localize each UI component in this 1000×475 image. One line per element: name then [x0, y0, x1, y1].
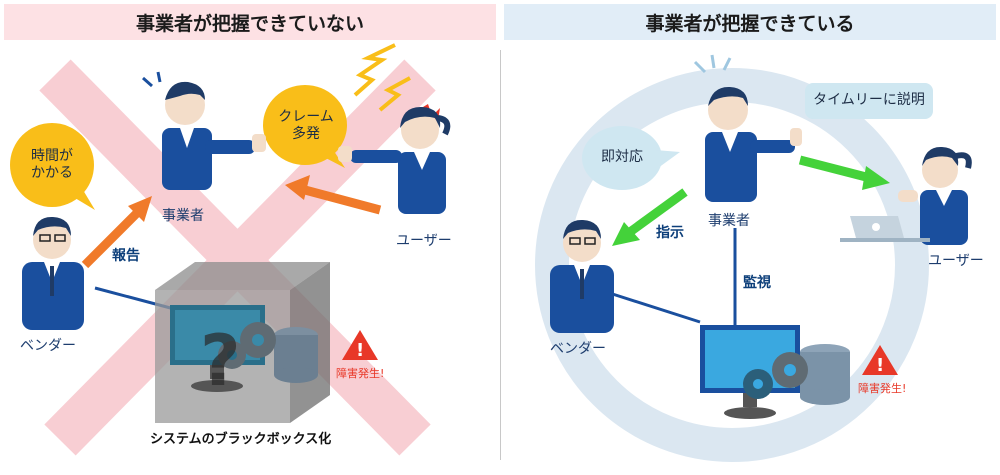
immediate-bubble: 即対応 [601, 149, 643, 166]
time-bubble-line1: 時間が [31, 147, 73, 164]
cross-mark [39, 59, 436, 456]
operator-person-left [162, 81, 266, 190]
system-group [700, 325, 850, 419]
vendor-person-right [550, 219, 614, 333]
panel-divider [500, 50, 501, 460]
instruct-arrow [612, 188, 688, 246]
blackbox-label: システムのブラックボックス化 [150, 432, 332, 447]
timely-bubble-shape [805, 83, 933, 119]
right-header: 事業者が把握できている [645, 12, 855, 35]
claim-bubble: クレーム 多発 [266, 104, 346, 148]
warning-icon-left: ! [342, 330, 378, 361]
right-header-band [504, 4, 996, 40]
failure-label-right: 障害発生! [858, 382, 907, 395]
warning-icon-right: ! [862, 345, 898, 376]
alert-lines [693, 54, 732, 74]
time-bubble-line2: かかる [31, 165, 73, 181]
failure-label-left: 障害発生! [336, 367, 385, 380]
user-label-left: ユーザー [396, 233, 452, 249]
svg-text:!: ! [356, 340, 364, 361]
user-label-right: ユーザー [928, 253, 984, 269]
right-diagram: ! [535, 54, 972, 462]
cycle-ring [535, 68, 929, 462]
claim-bubble-shape [263, 85, 347, 168]
vendor-label-right: ベンダー [550, 341, 606, 357]
right-panel: 事業者が把握できている ! [500, 0, 1000, 475]
svg-text:!: ! [876, 355, 884, 376]
immediate-bubble-shape [582, 126, 680, 190]
operator-person-right [705, 86, 802, 202]
vendor-person-left [22, 216, 84, 330]
claim-bubble-line1: クレーム [278, 108, 334, 125]
instruct-label: 指示 [656, 225, 684, 241]
complaint-arrow [285, 175, 382, 215]
left-panel: 事業者が把握できていない [4, 4, 496, 456]
vendor-system-line-right [599, 288, 701, 324]
time-bubble-shape [10, 123, 95, 210]
time-bubble: 時間が かかる [12, 143, 92, 187]
svg-text:?: ? [200, 320, 241, 402]
anger-zigzag [353, 43, 396, 97]
operator-label-left: 事業者 [162, 208, 204, 224]
claim-bubble-line2: 多発 [292, 126, 320, 142]
timely-bubble: タイムリーに説明 [813, 92, 925, 109]
left-header: 事業者が把握できていない [135, 12, 364, 35]
user-person-left [338, 106, 451, 214]
report-arrow [81, 196, 152, 269]
report-label: 報告 [112, 248, 140, 264]
user-person-right [840, 146, 972, 245]
surprise-lines [142, 71, 162, 88]
blackbox-cube: ? [155, 262, 330, 423]
operator-label-right: 事業者 [708, 213, 750, 229]
monitor-label: 監視 [743, 275, 771, 291]
left-header-band [4, 4, 496, 40]
vendor-label-left: ベンダー [20, 338, 76, 354]
explain-arrow [798, 155, 890, 190]
left-diagram: ? ! [10, 43, 451, 456]
